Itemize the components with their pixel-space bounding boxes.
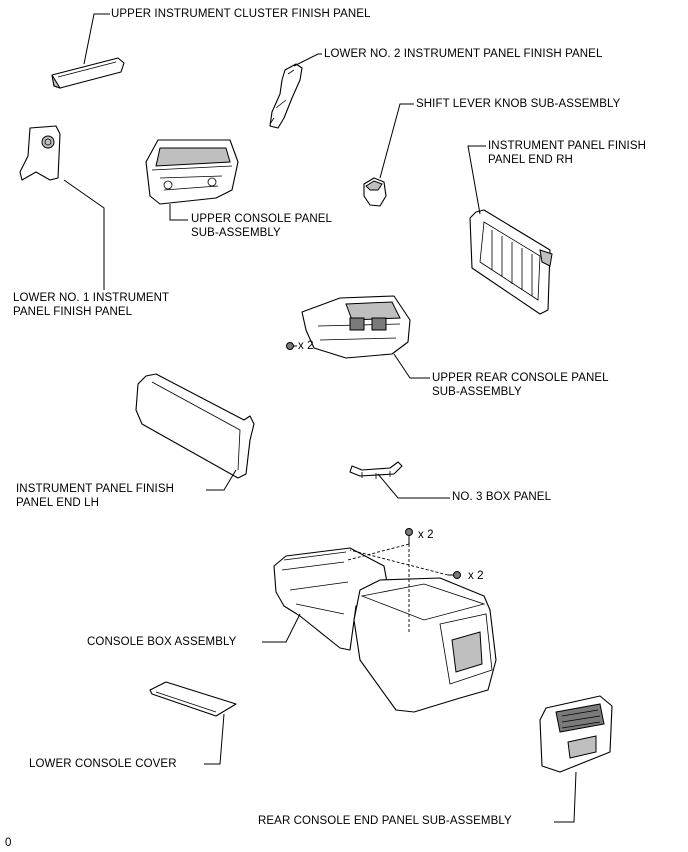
bolt-console-top — [405, 528, 413, 544]
install-line-side — [349, 549, 449, 576]
upper-console-panel-part — [145, 139, 239, 205]
label-lower-no2-instrument-panel-finish-panel: LOWER NO. 2 INSTRUMENT PANEL FINISH PANE… — [324, 48, 603, 60]
shift-lever-knob-part — [363, 177, 387, 207]
instrument-panel-finish-panel-end-rh-part — [469, 209, 553, 315]
upper-instrument-cluster-finish-panel-part — [51, 57, 125, 89]
label-upper-instrument-cluster-finish-panel: UPPER INSTRUMENT CLUSTER FINISH PANEL — [111, 8, 371, 20]
qty-bolt-console-side: x 2 — [468, 570, 484, 582]
label-lower-no1-instrument-panel-finish-panel-line1: LOWER NO. 1 INSTRUMENT — [13, 292, 170, 304]
lower-console-cover-part — [149, 681, 237, 717]
label-shift-lever-knob: SHIFT LEVER KNOB SUB-ASSEMBLY — [416, 98, 621, 110]
no3-box-panel-part — [349, 461, 403, 479]
figure-code: 0 — [5, 837, 12, 849]
label-no3-box-panel: NO. 3 BOX PANEL — [452, 491, 552, 503]
lower-no1-instrument-panel-finish-panel-part — [19, 125, 61, 181]
label-instrument-panel-finish-panel-end-lh-line2: PANEL END LH — [16, 497, 100, 509]
install-line-top-2 — [347, 543, 410, 561]
label-instrument-panel-finish-panel-end-rh-line1: INSTRUMENT PANEL FINISH — [488, 140, 646, 152]
upper-rear-console-panel-part — [301, 295, 411, 359]
console-box-assembly-part — [273, 547, 497, 713]
label-upper-rear-console-panel-line1: UPPER REAR CONSOLE PANEL — [432, 372, 609, 384]
bolt-console-side — [448, 571, 461, 579]
rear-console-end-panel-part — [539, 695, 613, 773]
qty-screw-rear-console: x 2 — [298, 340, 314, 352]
lower-no2-instrument-panel-finish-panel-part — [269, 63, 303, 129]
label-instrument-panel-finish-panel-end-lh-line1: INSTRUMENT PANEL FINISH — [16, 483, 174, 495]
label-lower-console-cover: LOWER CONSOLE COVER — [29, 758, 177, 770]
label-upper-rear-console-panel-line2: SUB-ASSEMBLY — [432, 386, 522, 398]
label-lower-no1-instrument-panel-finish-panel-line2: PANEL FINISH PANEL — [13, 306, 133, 318]
instrument-panel-finish-panel-end-lh-part — [135, 373, 255, 479]
leader-lines — [63, 13, 577, 823]
label-upper-console-panel-line2: SUB-ASSEMBLY — [191, 227, 281, 239]
label-console-box-assembly: CONSOLE BOX ASSEMBLY — [87, 636, 237, 648]
label-instrument-panel-finish-panel-end-rh-line2: PANEL END RH — [488, 154, 573, 166]
label-upper-console-panel-line1: UPPER CONSOLE PANEL — [191, 213, 333, 225]
qty-bolt-console-top: x 2 — [418, 529, 434, 541]
screw-rear-console — [286, 342, 297, 350]
label-rear-console-end-panel-sub-assembly: REAR CONSOLE END PANEL SUB-ASSEMBLY — [258, 815, 512, 827]
